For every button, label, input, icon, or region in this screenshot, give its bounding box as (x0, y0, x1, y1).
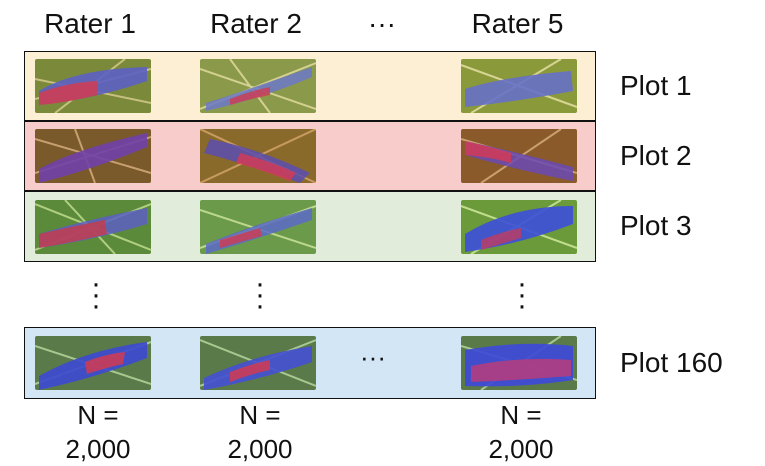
plot-label-3: Plot 3 (620, 210, 692, 241)
plot-row-160: ··· (24, 327, 596, 399)
plot-label-2: Plot 2 (620, 140, 692, 171)
annotation-thumbnail (35, 336, 151, 390)
annotation-thumbnail (200, 129, 316, 183)
vertical-ellipsis-col-1: ··· (91, 267, 101, 322)
plot-row-2 (24, 121, 596, 191)
annotation-thumbnail (200, 59, 316, 113)
plot-row-1 (24, 51, 596, 121)
vertical-ellipsis-col-2: ··· (255, 267, 265, 322)
annotation-thumbnail (35, 129, 151, 183)
header-rater-5: Rater 5 (471, 8, 564, 39)
header-rater-2: Rater 2 (210, 8, 302, 39)
annotation-thumbnail (200, 200, 316, 254)
plot-label-1: Plot 1 (620, 70, 692, 101)
annotation-thumbnail (35, 200, 151, 254)
row-ellipsis: ··· (360, 342, 386, 372)
count-label-rater-1: N =2,000 (65, 400, 131, 464)
vertical-ellipsis-col-5: ··· (517, 267, 527, 322)
annotation-thumbnail (461, 200, 577, 254)
count-label-rater-2: N =2,000 (227, 400, 293, 464)
annotation-thumbnail (200, 336, 316, 390)
annotation-thumbnail (35, 59, 151, 113)
plot-label-160: Plot 160 (620, 347, 723, 378)
header-ellipsis: ··· (368, 8, 396, 39)
plot-row-3 (24, 191, 596, 262)
annotation-thumbnail (461, 336, 577, 390)
annotation-thumbnail (461, 129, 577, 183)
count-label-rater-5: N =2,000 (488, 400, 554, 464)
header-rater-1: Rater 1 (44, 8, 136, 39)
annotation-thumbnail (461, 59, 577, 113)
